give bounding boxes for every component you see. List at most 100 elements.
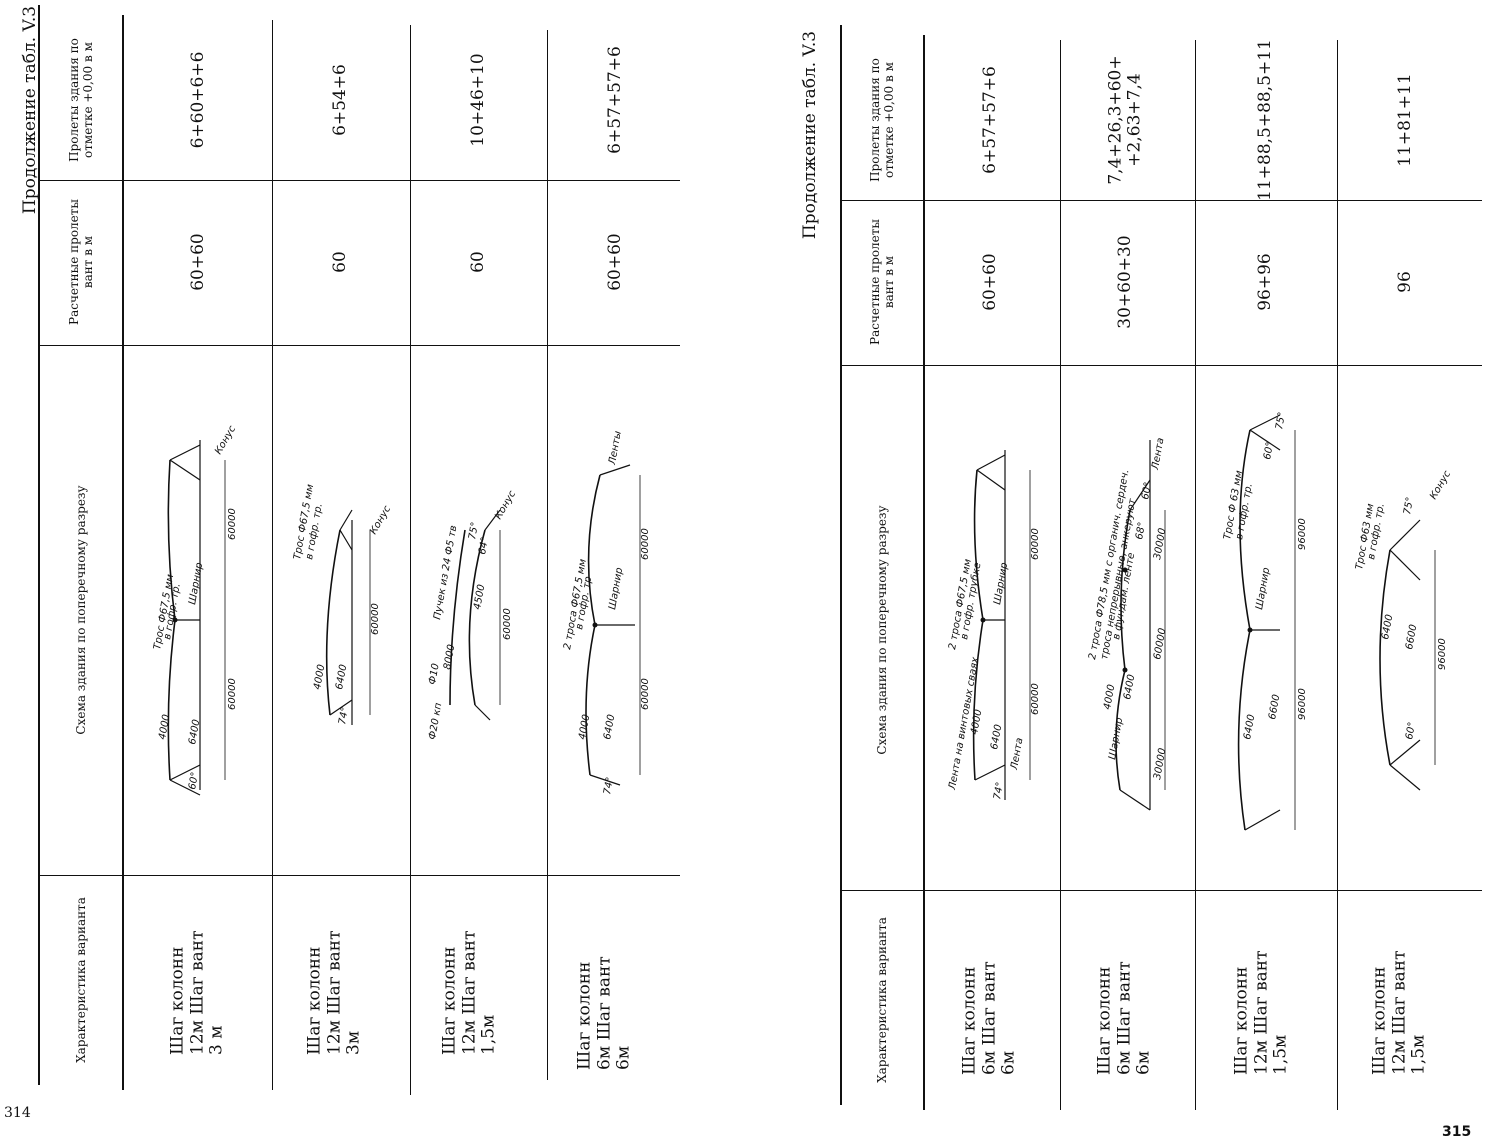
dim-label: 6400	[989, 724, 1004, 751]
stay	[1249, 414, 1281, 431]
hinge-label: Шарнир	[1254, 567, 1272, 611]
building-spans-value: 6+60+6+6	[188, 51, 208, 149]
page-number: 315	[1442, 1124, 1472, 1140]
angle-label: 68°	[1134, 521, 1148, 540]
cone-label: Конус	[368, 504, 393, 537]
column-divider	[40, 180, 680, 181]
header-building-spans: Пролеты здания по отметке +0,00 в м	[868, 58, 896, 182]
dim-label: 96000	[1297, 688, 1308, 720]
dim-label: 30000	[1152, 527, 1168, 560]
dim-label: 60000	[1152, 627, 1168, 660]
dim-label: 6400	[1242, 714, 1257, 741]
dim-label: 6600	[1404, 624, 1419, 651]
variant-characteristic: Шаг колонн 12м Шаг вант 3м	[304, 930, 364, 1055]
header-characteristic: Характеристика варианта	[74, 897, 89, 1063]
variant-characteristic: Шаг колонн 12м Шаг вант 1,5м	[439, 930, 499, 1055]
row-divider	[410, 25, 411, 1095]
stay	[1389, 549, 1421, 581]
dim-label: 30000	[1152, 747, 1168, 780]
stay	[976, 454, 1006, 471]
stay	[976, 469, 1006, 491]
hinge-node	[1247, 627, 1253, 633]
stay	[589, 774, 621, 786]
header-building-spans: Пролеты здания по отметке +0,00 в м	[67, 38, 95, 162]
page-number: 314	[4, 1105, 31, 1121]
hinge-label: Шарнир	[992, 562, 1010, 606]
dim-label: 6400	[602, 714, 617, 741]
stay	[169, 779, 201, 796]
dim-label: 6400	[1122, 674, 1137, 701]
hinge-node	[172, 617, 178, 623]
dim-label: 60000	[227, 508, 238, 540]
stay	[1389, 519, 1421, 551]
cone-label: Конус	[493, 489, 518, 522]
variant-characteristic: Шаг колонн 12м Шаг вант 3 м	[167, 930, 227, 1055]
angle-label: 60°	[187, 771, 201, 790]
building-spans-value: 6+57+57+6	[605, 46, 625, 154]
dim-label: 4000	[577, 714, 592, 741]
stay	[974, 764, 1006, 781]
cable-upper	[325, 529, 341, 716]
design-spans-value: 60+60	[188, 233, 208, 291]
dim-label: 60000	[502, 608, 513, 640]
pipe-label: Ф20 кп	[427, 702, 444, 741]
table-header-border	[122, 15, 124, 1090]
tape-label: Лента	[1009, 737, 1026, 772]
right-page: Продолжение табл. V.3 315 Пролеты здания…	[740, 0, 1485, 1145]
building-spans-value: 11+81+11	[1395, 73, 1415, 167]
angle-label: 74°	[992, 781, 1006, 800]
dim-label: 4000	[1102, 684, 1117, 711]
header-scheme: Схема здания по поперечному разрезу	[875, 505, 890, 755]
dim-label: 4000	[969, 709, 984, 736]
column-divider	[40, 875, 680, 876]
dim-label: 6400	[1380, 614, 1395, 641]
stay	[339, 509, 353, 531]
hinge-node	[1122, 567, 1128, 573]
cone-label: Конус	[1428, 469, 1453, 502]
dim-label: 96000	[1297, 518, 1308, 550]
bar-label: Ф10	[427, 663, 442, 686]
table-outer-border	[840, 25, 842, 1105]
header-characteristic: Характеристика варианта	[875, 917, 890, 1083]
row-divider	[1195, 40, 1196, 1110]
row-divider	[547, 30, 548, 1080]
angle-label: 75°	[1274, 411, 1288, 430]
dim-label: 6400	[187, 719, 202, 746]
stay	[484, 509, 501, 531]
hinge-node	[980, 617, 986, 623]
building-spans-value: 6+54+6	[330, 64, 350, 136]
scheme-drawing: 60000 60000 Трос Ф67,5 мм в гофр. тр. Ша…	[152, 424, 238, 796]
angle-label: 74°	[602, 776, 616, 795]
stay	[169, 459, 201, 481]
scheme-drawing: Пучек из 24 Ф5 тв Конус 75° 64° 60000 80…	[427, 489, 518, 741]
stay	[1244, 809, 1281, 831]
table-continuation-title: Продолжение табл. V.3	[800, 30, 820, 240]
dim-label: 6400	[334, 664, 349, 691]
dim-label: 60000	[227, 678, 238, 710]
angle-label: 75°	[467, 521, 481, 540]
row-divider	[1060, 40, 1061, 1110]
row-divider	[1337, 40, 1338, 1110]
tape-label: Ленты	[607, 430, 624, 466]
table-header-border	[923, 35, 925, 1110]
design-spans-value: 60+60	[980, 253, 1000, 311]
hinge-label: Шарнир	[1107, 717, 1125, 761]
scheme-drawing: Трос Ф 63 мм в гофр. тр. Шарнир 75° 60° …	[1222, 411, 1308, 831]
hinge-node	[592, 622, 598, 628]
stay	[169, 764, 201, 781]
scheme-drawing: 2 троса Ф78,5 мм с органич. сердеч. трос…	[1087, 437, 1168, 811]
dim-label: 60000	[370, 603, 381, 635]
cone-label: Конус	[213, 424, 238, 457]
column-divider	[842, 365, 1482, 366]
angle-label: 74°	[337, 706, 351, 725]
cable-upper	[1379, 549, 1391, 766]
angle-label: 60°	[1404, 721, 1418, 740]
table-continuation-title: Продолжение табл. V.3	[20, 5, 40, 215]
header-scheme: Схема здания по поперечному разрезу	[74, 485, 89, 735]
building-spans-value: 7,4+26,3+60+ +2,63+7,4	[1105, 55, 1144, 185]
stay	[1119, 789, 1151, 811]
stay	[599, 464, 631, 476]
scheme-drawing: Лента на винтовых сваях 2 троса Ф67,5 мм…	[947, 450, 1041, 801]
dim-label: 60000	[1030, 683, 1041, 715]
column-divider	[842, 200, 1482, 201]
